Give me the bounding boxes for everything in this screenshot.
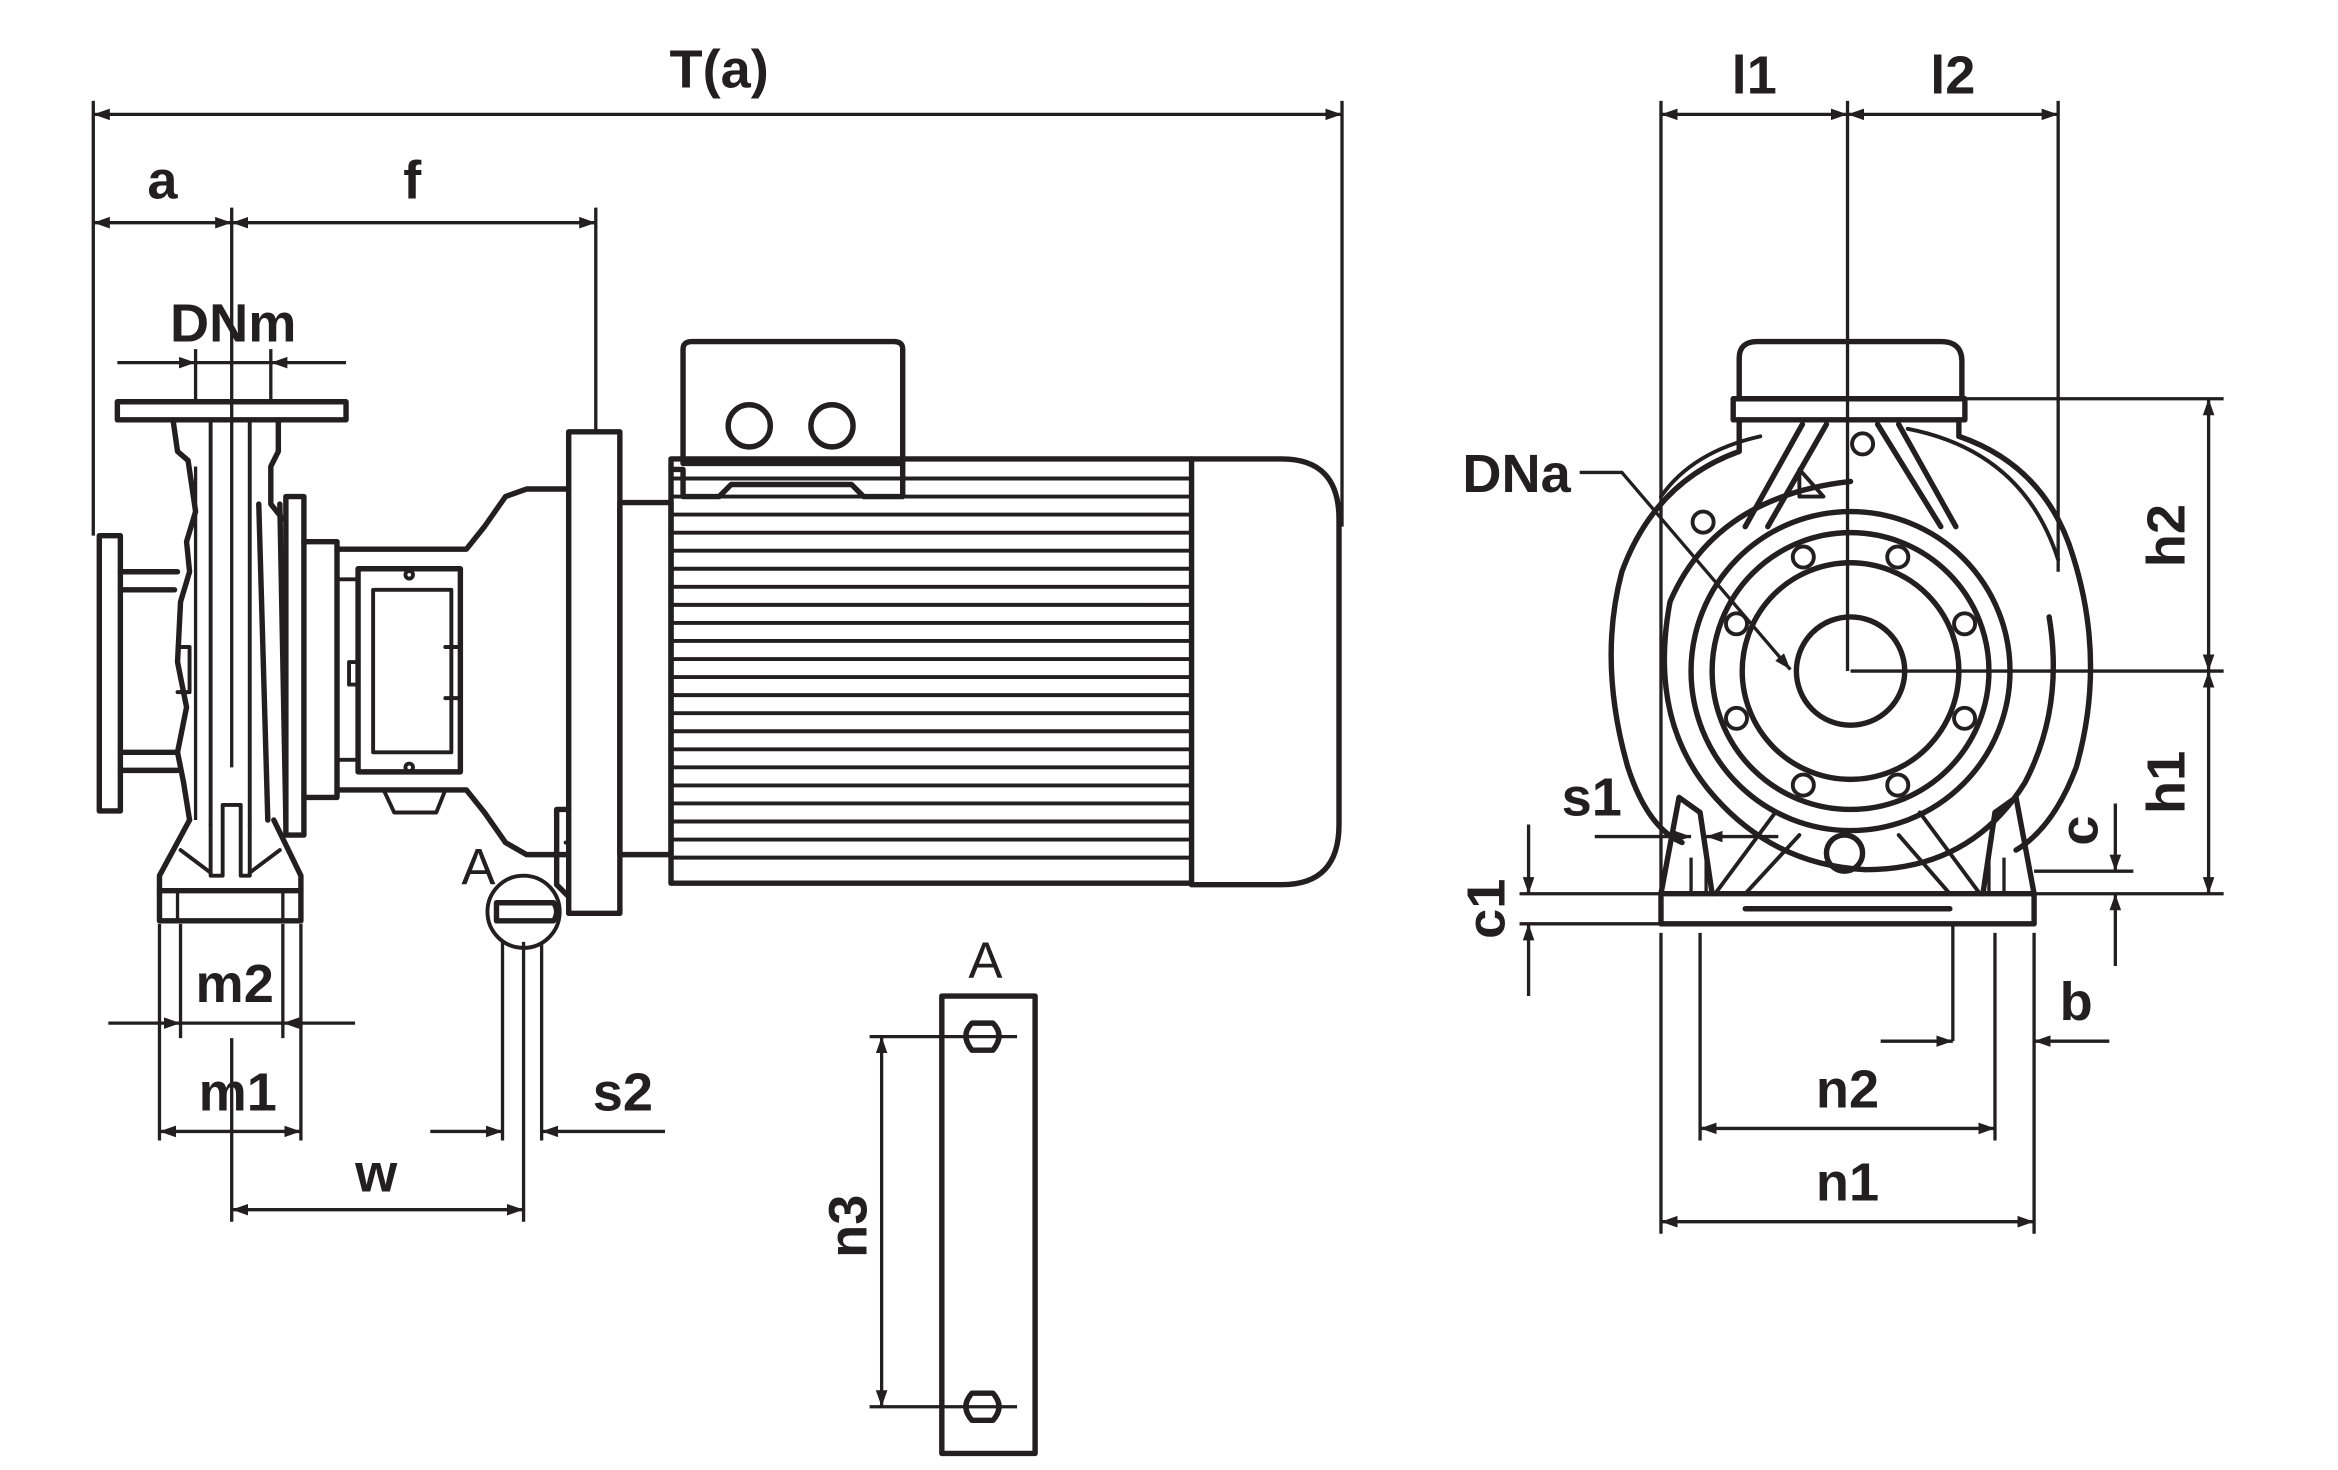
label-f: f [403,151,422,211]
label-detail-a-marker: A [461,839,496,896]
label-dna: DNa [1462,444,1571,504]
label-s2: s2 [593,1062,653,1122]
label-a: a [147,151,178,211]
detail-a-circle [485,873,562,950]
motor-flange [553,429,674,916]
label-dnm: DNm [170,294,296,354]
bearing-bracket [334,486,572,858]
leader-dna [1579,470,1792,671]
bolt-hole [1790,544,1816,570]
pump-casing [96,399,349,924]
side-view [96,338,1342,950]
label-w: w [354,1144,398,1204]
bolt-hole [1885,544,1911,570]
terminal-box [668,338,906,500]
motor-fins [669,476,1194,860]
label-l1: l1 [1732,45,1777,105]
label-c1: c1 [1457,879,1517,939]
detail-a-slot-bottom [963,1390,1002,1424]
label-l2: l2 [1930,45,1975,105]
label-c: c [2049,815,2109,845]
label-n1: n1 [1816,1153,1879,1213]
label-n2: n2 [1816,1059,1879,1119]
detail-a-foot-plate [939,993,1038,1457]
side-view-dimensions: T(a) a f DNm m2 m1 w s2 A [91,39,1344,1222]
label-h1: h1 [2137,751,2197,814]
front-view-dimensions: l1 l2 DNa h2 h1 s1 c c1 b n2 n1 [1457,45,2224,1234]
label-detail-a-title: A [968,932,1003,989]
bolt-hole [1952,611,1978,637]
label-b: b [2060,972,2093,1032]
label-n3: n3 [819,1195,879,1258]
bolt-hole [1885,772,1911,798]
label-m2: m2 [196,954,274,1014]
label-h2: h2 [2137,504,2197,567]
bolt-hole [1724,705,1749,731]
label-m1: m1 [199,1062,277,1122]
bolt-hole [1952,705,1978,731]
label-s1: s1 [1562,767,1622,827]
detail-a-slot-top [963,1020,1002,1053]
detail-a-view: A n3 [819,932,1038,1457]
bolt-hole [1724,611,1749,637]
flange-bolt-holes [1724,544,1978,798]
motor-body [668,456,1342,888]
label-total-length: T(a) [670,39,769,99]
bolt-hole [1790,772,1816,798]
